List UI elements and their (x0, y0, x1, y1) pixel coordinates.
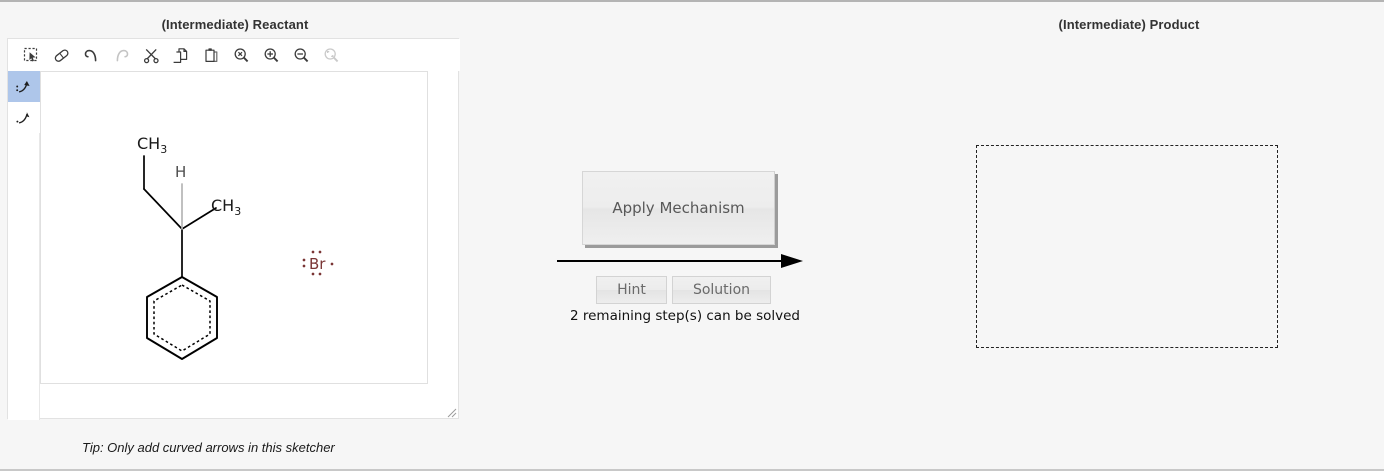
sketcher-tip: Tip: Only add curved arrows in this sket… (82, 440, 335, 455)
zoom-in-icon[interactable] (256, 40, 286, 70)
arrow-tool-rail (8, 71, 40, 420)
copy-icon[interactable] (166, 40, 196, 70)
reactant-sketcher-panel: CH3 CH3 H Br (7, 38, 460, 420)
reaction-arrow (555, 250, 805, 272)
select-icon[interactable] (16, 40, 46, 70)
molecule-bonds (143, 155, 217, 278)
molecule-canvas[interactable]: CH3 CH3 H Br (40, 71, 428, 384)
bromine-label: Br (309, 255, 326, 273)
zoom-reset-icon[interactable] (226, 40, 256, 70)
sketcher-resize-handle[interactable] (445, 405, 457, 418)
curved-arrow-single-tool[interactable] (8, 102, 40, 133)
hydrogen-label: H (175, 163, 186, 181)
curved-arrow-double-tool[interactable] (8, 71, 40, 102)
redo-icon (106, 40, 136, 70)
paste-icon[interactable] (196, 40, 226, 70)
zoom-region-icon (316, 40, 346, 70)
methyl-top-label: CH3 (137, 134, 167, 156)
cut-icon[interactable] (136, 40, 166, 70)
product-dropzone[interactable] (976, 145, 1278, 348)
apply-mechanism-button[interactable]: Apply Mechanism (582, 171, 775, 245)
mechanism-controls: Apply Mechanism Hint Solution 2 remainin… (555, 162, 815, 332)
hint-button[interactable]: Hint (596, 276, 667, 304)
reactant-column-title: (Intermediate) Reactant (161, 17, 309, 32)
benzene-ring (146, 276, 218, 360)
zoom-out-icon[interactable] (286, 40, 316, 70)
methyl-right-label: CH3 (211, 196, 241, 218)
bromine-radical: Br (302, 250, 334, 276)
sketcher-toolbar (8, 39, 460, 71)
molecule-drawing: CH3 CH3 H Br (137, 134, 334, 360)
solution-button[interactable]: Solution (672, 276, 771, 304)
eraser-icon[interactable] (46, 40, 76, 70)
remaining-steps-status: 2 remaining step(s) can be solved (569, 308, 800, 324)
undo-icon[interactable] (76, 40, 106, 70)
product-column-title: (Intermediate) Product (1058, 17, 1200, 32)
